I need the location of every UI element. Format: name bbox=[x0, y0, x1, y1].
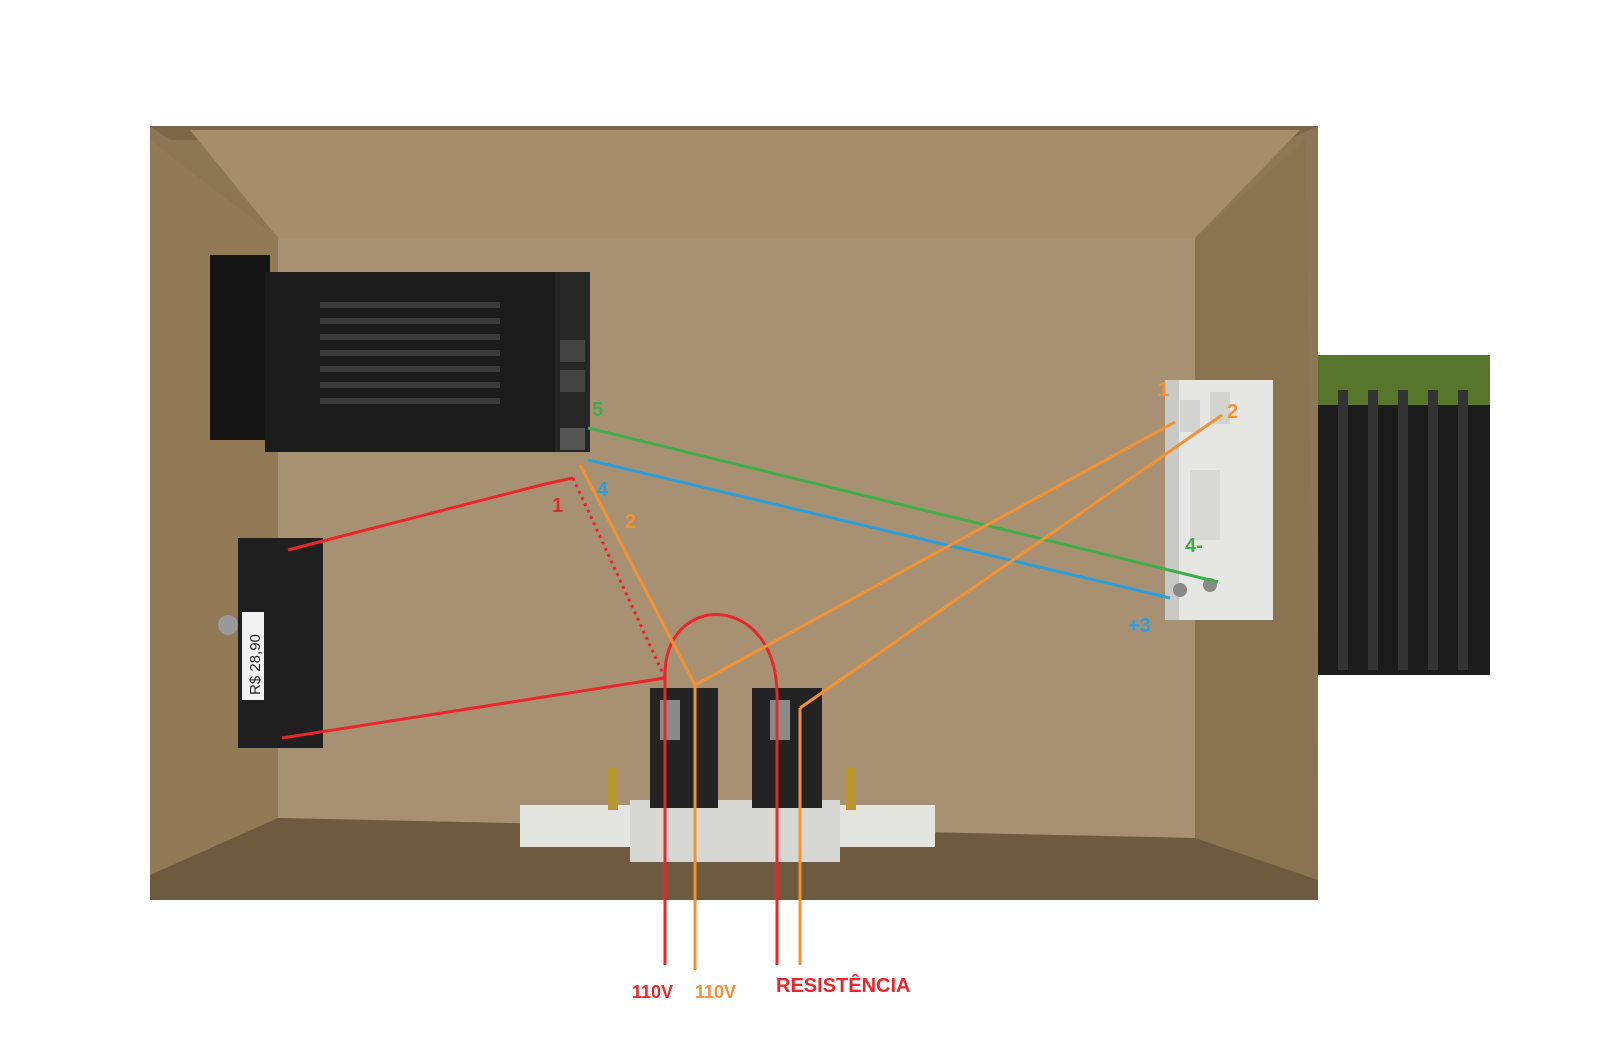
wire-red-dotted bbox=[571, 477, 667, 679]
wire-green bbox=[587, 426, 1219, 584]
controller-pin-2-label: 2 bbox=[625, 511, 636, 533]
wire-blue bbox=[587, 458, 1171, 600]
pin-labels: 5 4 1 2 1 2 4- +3 bbox=[552, 379, 1238, 637]
relay-pin-2-label: 2 bbox=[1227, 401, 1238, 423]
wire-orange-ctrl bbox=[578, 464, 697, 686]
controller-pin-5-label: 5 bbox=[592, 399, 603, 421]
power-socket bbox=[520, 688, 935, 862]
controller-pin-1-label: 1 bbox=[552, 495, 563, 517]
lead-labels: 110V 110V RESISTÊNCIA bbox=[632, 973, 910, 1002]
wire-red-sensor-top bbox=[287, 476, 574, 552]
wire-orange-relay1 bbox=[694, 420, 1176, 687]
wire-red-arc bbox=[663, 613, 779, 965]
solid-state-relay bbox=[1165, 380, 1273, 620]
temperature-controller bbox=[210, 255, 590, 452]
wire-orange-relay2 bbox=[799, 413, 1223, 710]
wires bbox=[281, 413, 1223, 970]
heater-label: RESISTÊNCIA bbox=[776, 973, 910, 997]
mains-red-label: 110V bbox=[632, 982, 673, 1002]
controller-pin-4-label: 4 bbox=[597, 479, 609, 501]
relay-pin-1-label: 1 bbox=[1158, 379, 1169, 401]
wire-red-sensor-bottom bbox=[281, 676, 666, 740]
relay-pin-3-label: +3 bbox=[1128, 615, 1151, 637]
relay-pin-4-label: 4- bbox=[1185, 535, 1203, 557]
mains-orange-label: 110V bbox=[695, 982, 736, 1002]
cardboard-box bbox=[150, 126, 1318, 900]
temperature-sensor: R$ 28,90 bbox=[218, 538, 323, 748]
sensor-price-label: R$ 28,90 bbox=[247, 634, 264, 695]
heatsink bbox=[1315, 355, 1490, 675]
